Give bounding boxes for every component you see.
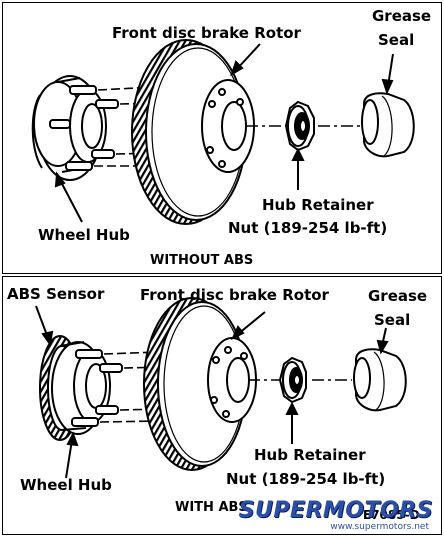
brake-rotor-bottom (143, 297, 257, 471)
hub-retainer-nut-bottom (278, 356, 307, 404)
wheel-hub-label-bottom: Wheel Hub (20, 476, 112, 494)
hub-retainer-torque-top: Nut (189-254 lb-ft) (228, 219, 388, 237)
hub-retainer-nut-top (284, 100, 315, 152)
wheel-studs-top (49, 85, 119, 171)
leader-arrows-top (54, 43, 394, 223)
caption-without-abs: WITHOUT ABS (150, 253, 254, 268)
hub-retainer-torque-bottom: Nut (189-254 lb-ft) (226, 470, 386, 488)
seal-label-top: Seal (378, 31, 415, 49)
wheel-hub-label-top: Wheel Hub (38, 226, 130, 244)
hub-retainer-label-top: Hub Retainer (262, 196, 374, 214)
grease-label-bottom: Grease (368, 287, 428, 305)
seal-label-bottom: Seal (374, 311, 411, 329)
wheel-studs-bottom (71, 349, 123, 427)
grease-label-top: Grease (372, 7, 432, 25)
rotor-label-bottom: Front disc brake Rotor (140, 286, 329, 304)
watermark-url: www.supermotors.net (330, 522, 429, 532)
leader-arrows-bottom (35, 305, 389, 479)
abs-sensor-label: ABS Sensor (7, 285, 105, 303)
hub-retainer-label-bottom: Hub Retainer (254, 446, 366, 464)
brake-rotor-top (131, 39, 255, 225)
supermotors-watermark: SUPERMOTORS www.supermotors.net (239, 498, 441, 534)
panel-without-abs (2, 2, 442, 274)
figure-code: E7085-D (363, 508, 420, 522)
grease-seal-top (361, 92, 415, 158)
watermark-brand: SUPERMOTORS (238, 498, 433, 523)
panel-with-abs (2, 276, 442, 535)
rotor-label-top: Front disc brake Rotor (112, 24, 301, 42)
caption-with-abs: WITH ABS (175, 500, 248, 515)
grease-seal-bottom (353, 348, 407, 412)
